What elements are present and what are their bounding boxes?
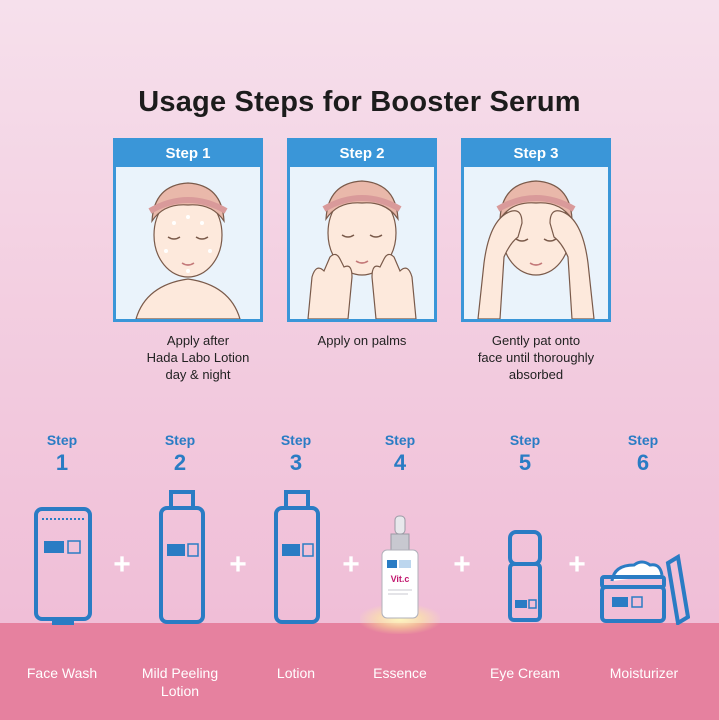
product-name-essence: Essence xyxy=(373,665,427,681)
plus-icon: + xyxy=(113,548,131,581)
hands-on-face-icon xyxy=(307,180,417,319)
product-name-lotion: Lotion xyxy=(276,665,316,681)
serum-dropper-icon: Vit.c xyxy=(381,515,419,619)
usage-step-header: Step 2 xyxy=(290,141,434,167)
plus-icon: + xyxy=(453,548,471,581)
usage-step-caption-1: Apply after Hada Labo Lotion day & night xyxy=(146,333,250,382)
face-woman-icon xyxy=(135,182,241,319)
plus-icon: + xyxy=(342,548,360,581)
bottle-icon xyxy=(159,490,205,624)
usage-step-header: Step 3 xyxy=(464,141,608,167)
usage-step-card-3: Step 3 xyxy=(461,138,611,322)
product-shelf xyxy=(0,623,719,720)
plus-icon: + xyxy=(229,548,247,581)
product-name-mild-peeling-lotion: Mild Peeling Lotion xyxy=(141,665,219,699)
usage-step-caption-3: Gently pat onto face until thoroughly ab… xyxy=(477,333,595,382)
svg-text:Vit.c: Vit.c xyxy=(391,574,410,584)
page-title: Usage Steps for Booster Serum xyxy=(138,86,581,118)
tube-icon xyxy=(34,507,92,625)
cream-jar-icon xyxy=(600,553,690,625)
product-name-moisturizer: Moisturizer xyxy=(609,665,679,681)
usage-step-header: Step 1 xyxy=(116,141,260,167)
product-name-eye-cream: Eye Cream xyxy=(489,665,561,681)
plus-icon: + xyxy=(568,548,586,581)
eye-cream-icon xyxy=(508,530,542,622)
usage-step-card-1: Step 1 xyxy=(113,138,263,322)
bottle-icon xyxy=(274,490,320,624)
face-pat-icon xyxy=(477,180,595,319)
usage-step-caption-2: Apply on palms xyxy=(317,333,407,348)
product-name-face-wash: Face Wash xyxy=(26,665,98,681)
usage-step-card-2: Step 2 xyxy=(287,138,437,322)
